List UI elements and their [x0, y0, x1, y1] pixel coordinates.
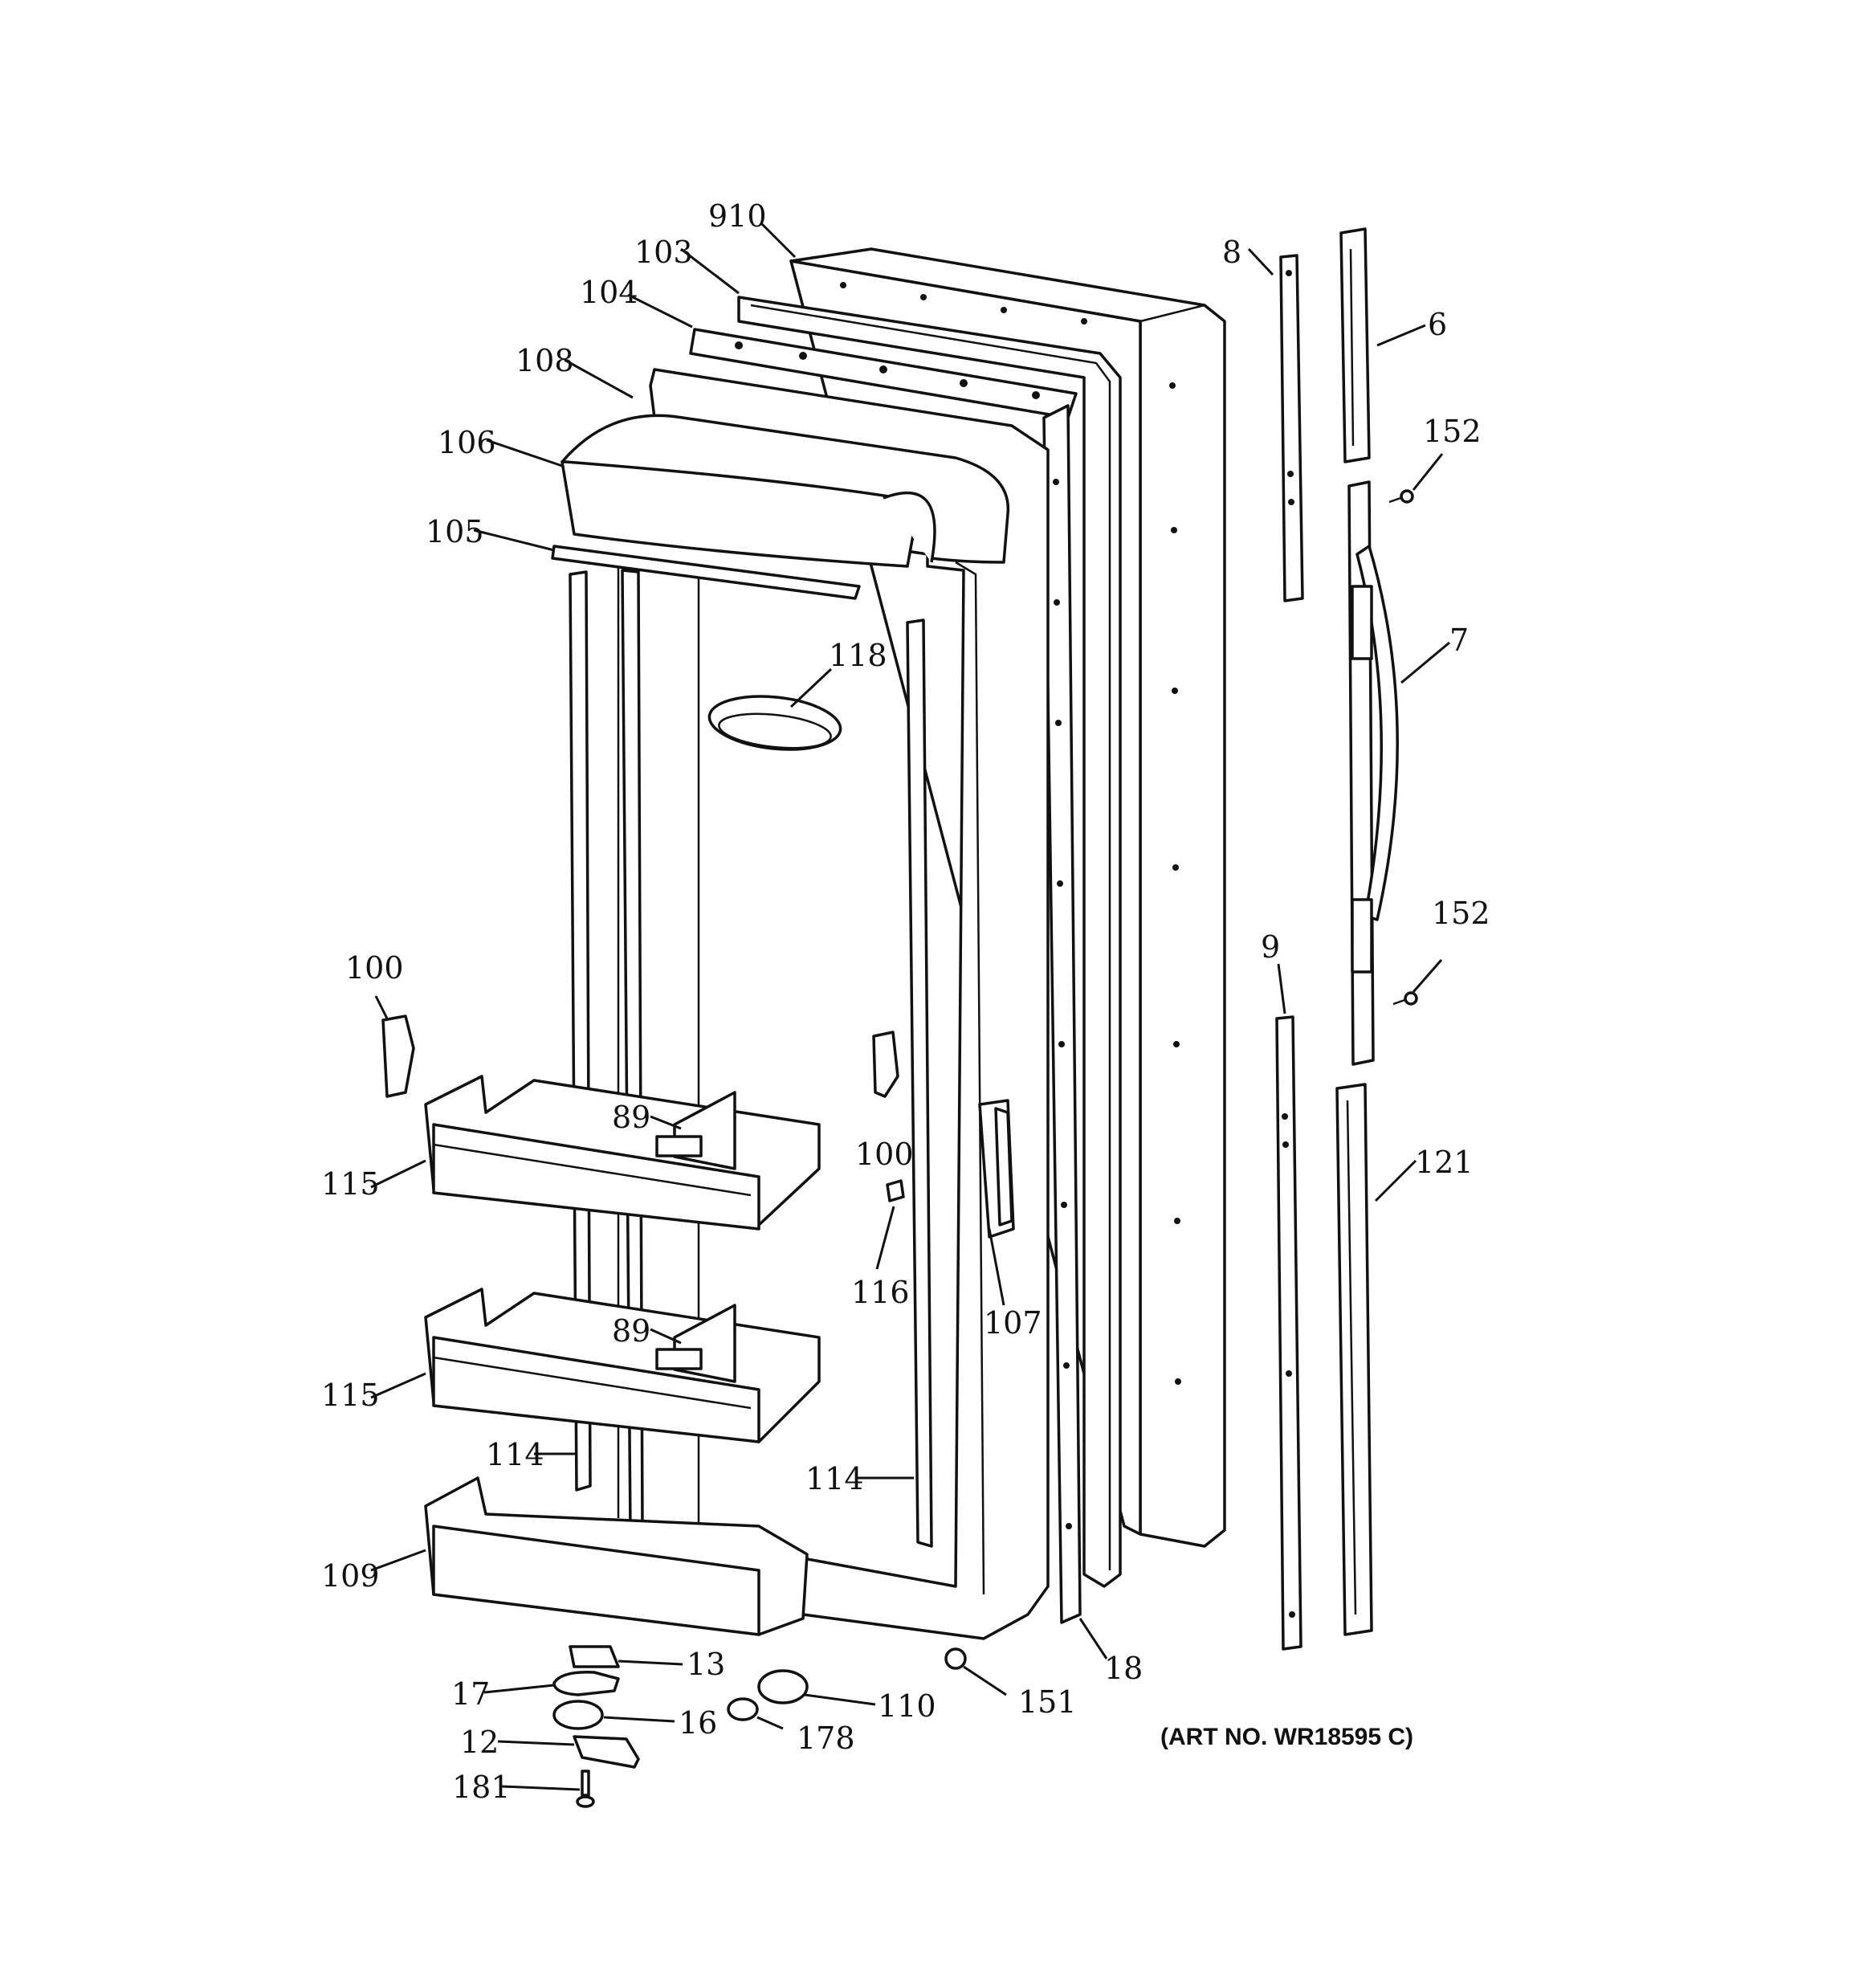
hinge-parts: [552, 1645, 967, 1808]
callout-100-left: 100: [345, 950, 404, 986]
callout-910: 910: [708, 198, 767, 234]
callout-89-upper: 89: [612, 1100, 651, 1135]
hinge-bracket-12: [573, 1735, 640, 1769]
dairy-compartment-door: [561, 414, 1010, 568]
callout-115-lower: 115: [321, 1378, 380, 1413]
door-handle: [1347, 480, 1399, 1066]
callout-17: 17: [451, 1676, 491, 1712]
callout-151: 151: [1018, 1684, 1077, 1720]
small-clip: [886, 1179, 905, 1202]
side-retainer-strip: [1042, 404, 1082, 1624]
callout-16: 16: [679, 1705, 718, 1741]
bottom-trim-strip: [1275, 1015, 1302, 1651]
handle-cap-top: [1339, 227, 1371, 463]
callout-152-bottom: 152: [1432, 896, 1490, 931]
callout-100-right: 100: [855, 1137, 914, 1172]
bottom-door-bin: [424, 1476, 809, 1636]
oval-gasket: [707, 695, 842, 751]
outer-door-holes: [840, 282, 1181, 1385]
callout-109: 109: [321, 1558, 380, 1594]
callout-108: 108: [516, 343, 574, 378]
top-trim-strip: [1279, 254, 1304, 602]
callout-115-upper: 115: [321, 1166, 380, 1202]
shelf-bracket-left: [381, 1014, 415, 1098]
hinge-shim-17: [552, 1671, 620, 1696]
dairy-hinge-bar: [551, 545, 861, 600]
hinge-bushing-16: [552, 1700, 604, 1730]
callout-178: 178: [797, 1721, 855, 1756]
callout-152-top: 152: [1423, 414, 1482, 449]
callout-110: 110: [878, 1688, 936, 1724]
callout-13: 13: [687, 1647, 726, 1682]
shelf-bracket-right: [872, 1031, 899, 1098]
callout-7: 7: [1449, 623, 1470, 658]
callout-89-lower: 89: [612, 1313, 651, 1349]
door-gasket: [737, 296, 1122, 1588]
handle-cap-bottom: [1335, 1083, 1373, 1636]
screw-151: [944, 1647, 967, 1670]
callout-12: 12: [460, 1725, 499, 1760]
callout-181: 181: [452, 1770, 511, 1805]
shelf-support-rails: [569, 569, 933, 1548]
callout-107: 107: [984, 1305, 1042, 1341]
callout-leaders: [370, 222, 1450, 1791]
handle-screw-bottom: [1392, 991, 1418, 1006]
callout-114-right: 114: [805, 1461, 864, 1496]
hinge-plate-13: [569, 1645, 620, 1668]
callout-118: 118: [829, 638, 887, 673]
inner-door-strip: [978, 1099, 1015, 1239]
callout-6: 6: [1428, 307, 1448, 342]
callout-9: 9: [1261, 929, 1281, 965]
washer-178: [727, 1697, 759, 1721]
handle-screw-top: [1388, 489, 1414, 504]
callout-103: 103: [634, 235, 693, 270]
art-number: (ART NO. WR18595 C): [1160, 1724, 1414, 1750]
screw-181: [576, 1770, 595, 1808]
cam-110: [757, 1669, 809, 1704]
callout-116: 116: [851, 1275, 910, 1310]
callout-105: 105: [426, 514, 484, 549]
upper-door-bin: [424, 1075, 821, 1231]
callout-18: 18: [1104, 1651, 1143, 1686]
callout-114-left: 114: [486, 1437, 544, 1472]
callout-8: 8: [1222, 235, 1242, 270]
callout-104: 104: [580, 275, 638, 310]
lower-door-bin: [424, 1288, 821, 1443]
callout-106: 106: [438, 425, 496, 460]
callout-121: 121: [1415, 1145, 1474, 1180]
